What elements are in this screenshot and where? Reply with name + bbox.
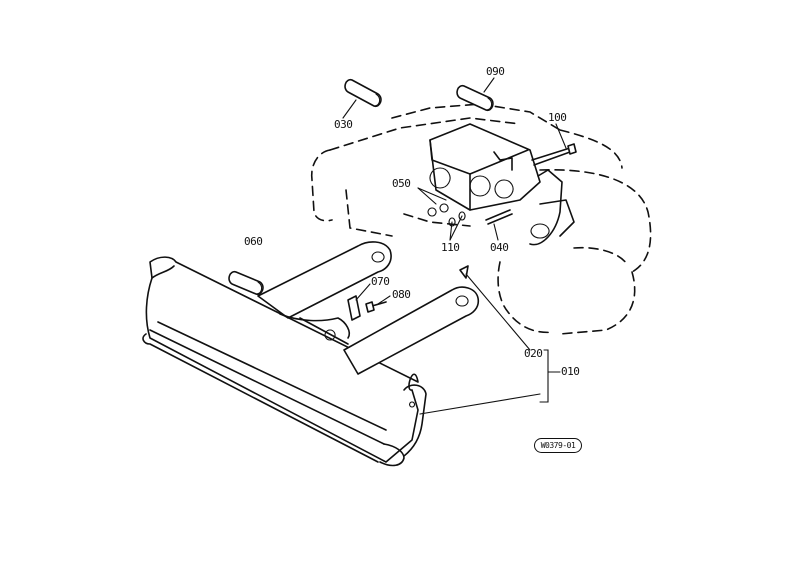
callout-060: 060 xyxy=(244,235,263,248)
fitting-020 xyxy=(459,265,469,279)
callout-030: 030 xyxy=(334,118,353,131)
callout-070: 070 xyxy=(371,275,390,288)
bolt-080 xyxy=(365,301,387,313)
callout-050: 050 xyxy=(392,177,411,190)
callout-110: 110 xyxy=(441,241,460,254)
washers-050 xyxy=(427,203,449,217)
pin-040 xyxy=(485,209,513,225)
callout-090: 090 xyxy=(486,65,505,78)
leader-lines xyxy=(342,77,567,415)
callout-010: 010 xyxy=(561,365,580,378)
push-arm-right xyxy=(299,286,480,375)
pin-090 xyxy=(456,84,494,112)
dozer-blade xyxy=(142,256,427,467)
callout-020: 020 xyxy=(524,347,543,360)
callout-080: 080 xyxy=(392,288,411,301)
mounting-bracket xyxy=(429,123,575,246)
pin-060 xyxy=(228,270,264,296)
pin-030 xyxy=(344,78,382,108)
push-arm-left xyxy=(257,241,392,341)
plate-070 xyxy=(347,295,361,321)
bolt-100 xyxy=(531,143,577,166)
diagram-reference-code: W0379-01 xyxy=(534,438,582,453)
callout-100: 100 xyxy=(548,111,567,124)
callout-040: 040 xyxy=(490,241,509,254)
